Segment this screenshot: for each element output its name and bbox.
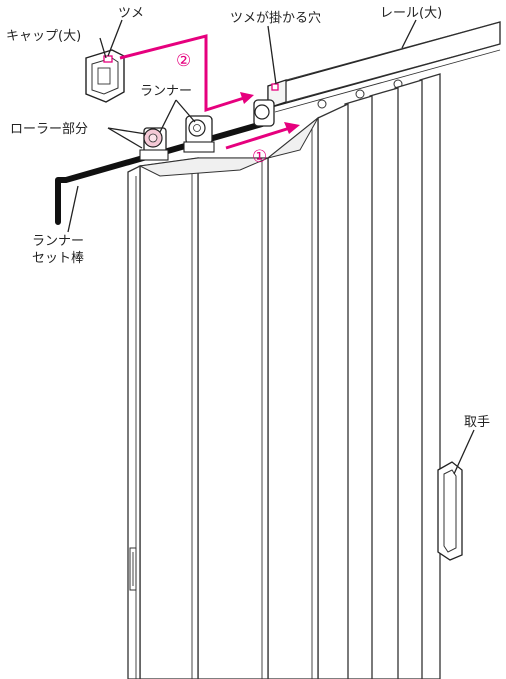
- label-runner: ランナー: [140, 84, 192, 99]
- rail: [267, 21, 501, 113]
- cap: [85, 49, 125, 103]
- label-rod-line1: ランナー: [32, 234, 84, 249]
- door-panels: [127, 73, 441, 679]
- arrow-step-2: [119, 34, 254, 113]
- label-claw-hole: ツメが掛かる穴: [230, 11, 321, 26]
- label-handle: 取手: [464, 415, 490, 430]
- label-claw: ツメ: [118, 6, 144, 21]
- label-cap: キャップ(大): [6, 29, 81, 44]
- step-2-marker: ②: [176, 51, 191, 71]
- handle: [437, 461, 463, 561]
- label-rail: レール(大): [380, 6, 442, 21]
- runners: [139, 99, 275, 161]
- step-1-marker: ①: [252, 147, 267, 167]
- roller-right: [254, 104, 270, 120]
- label-rod-line2: セット棒: [32, 251, 84, 266]
- leader-lines: [67, 19, 475, 475]
- claw-hole: [271, 83, 279, 91]
- label-roller: ローラー部分: [10, 122, 88, 137]
- arrow-step-1: [225, 122, 300, 150]
